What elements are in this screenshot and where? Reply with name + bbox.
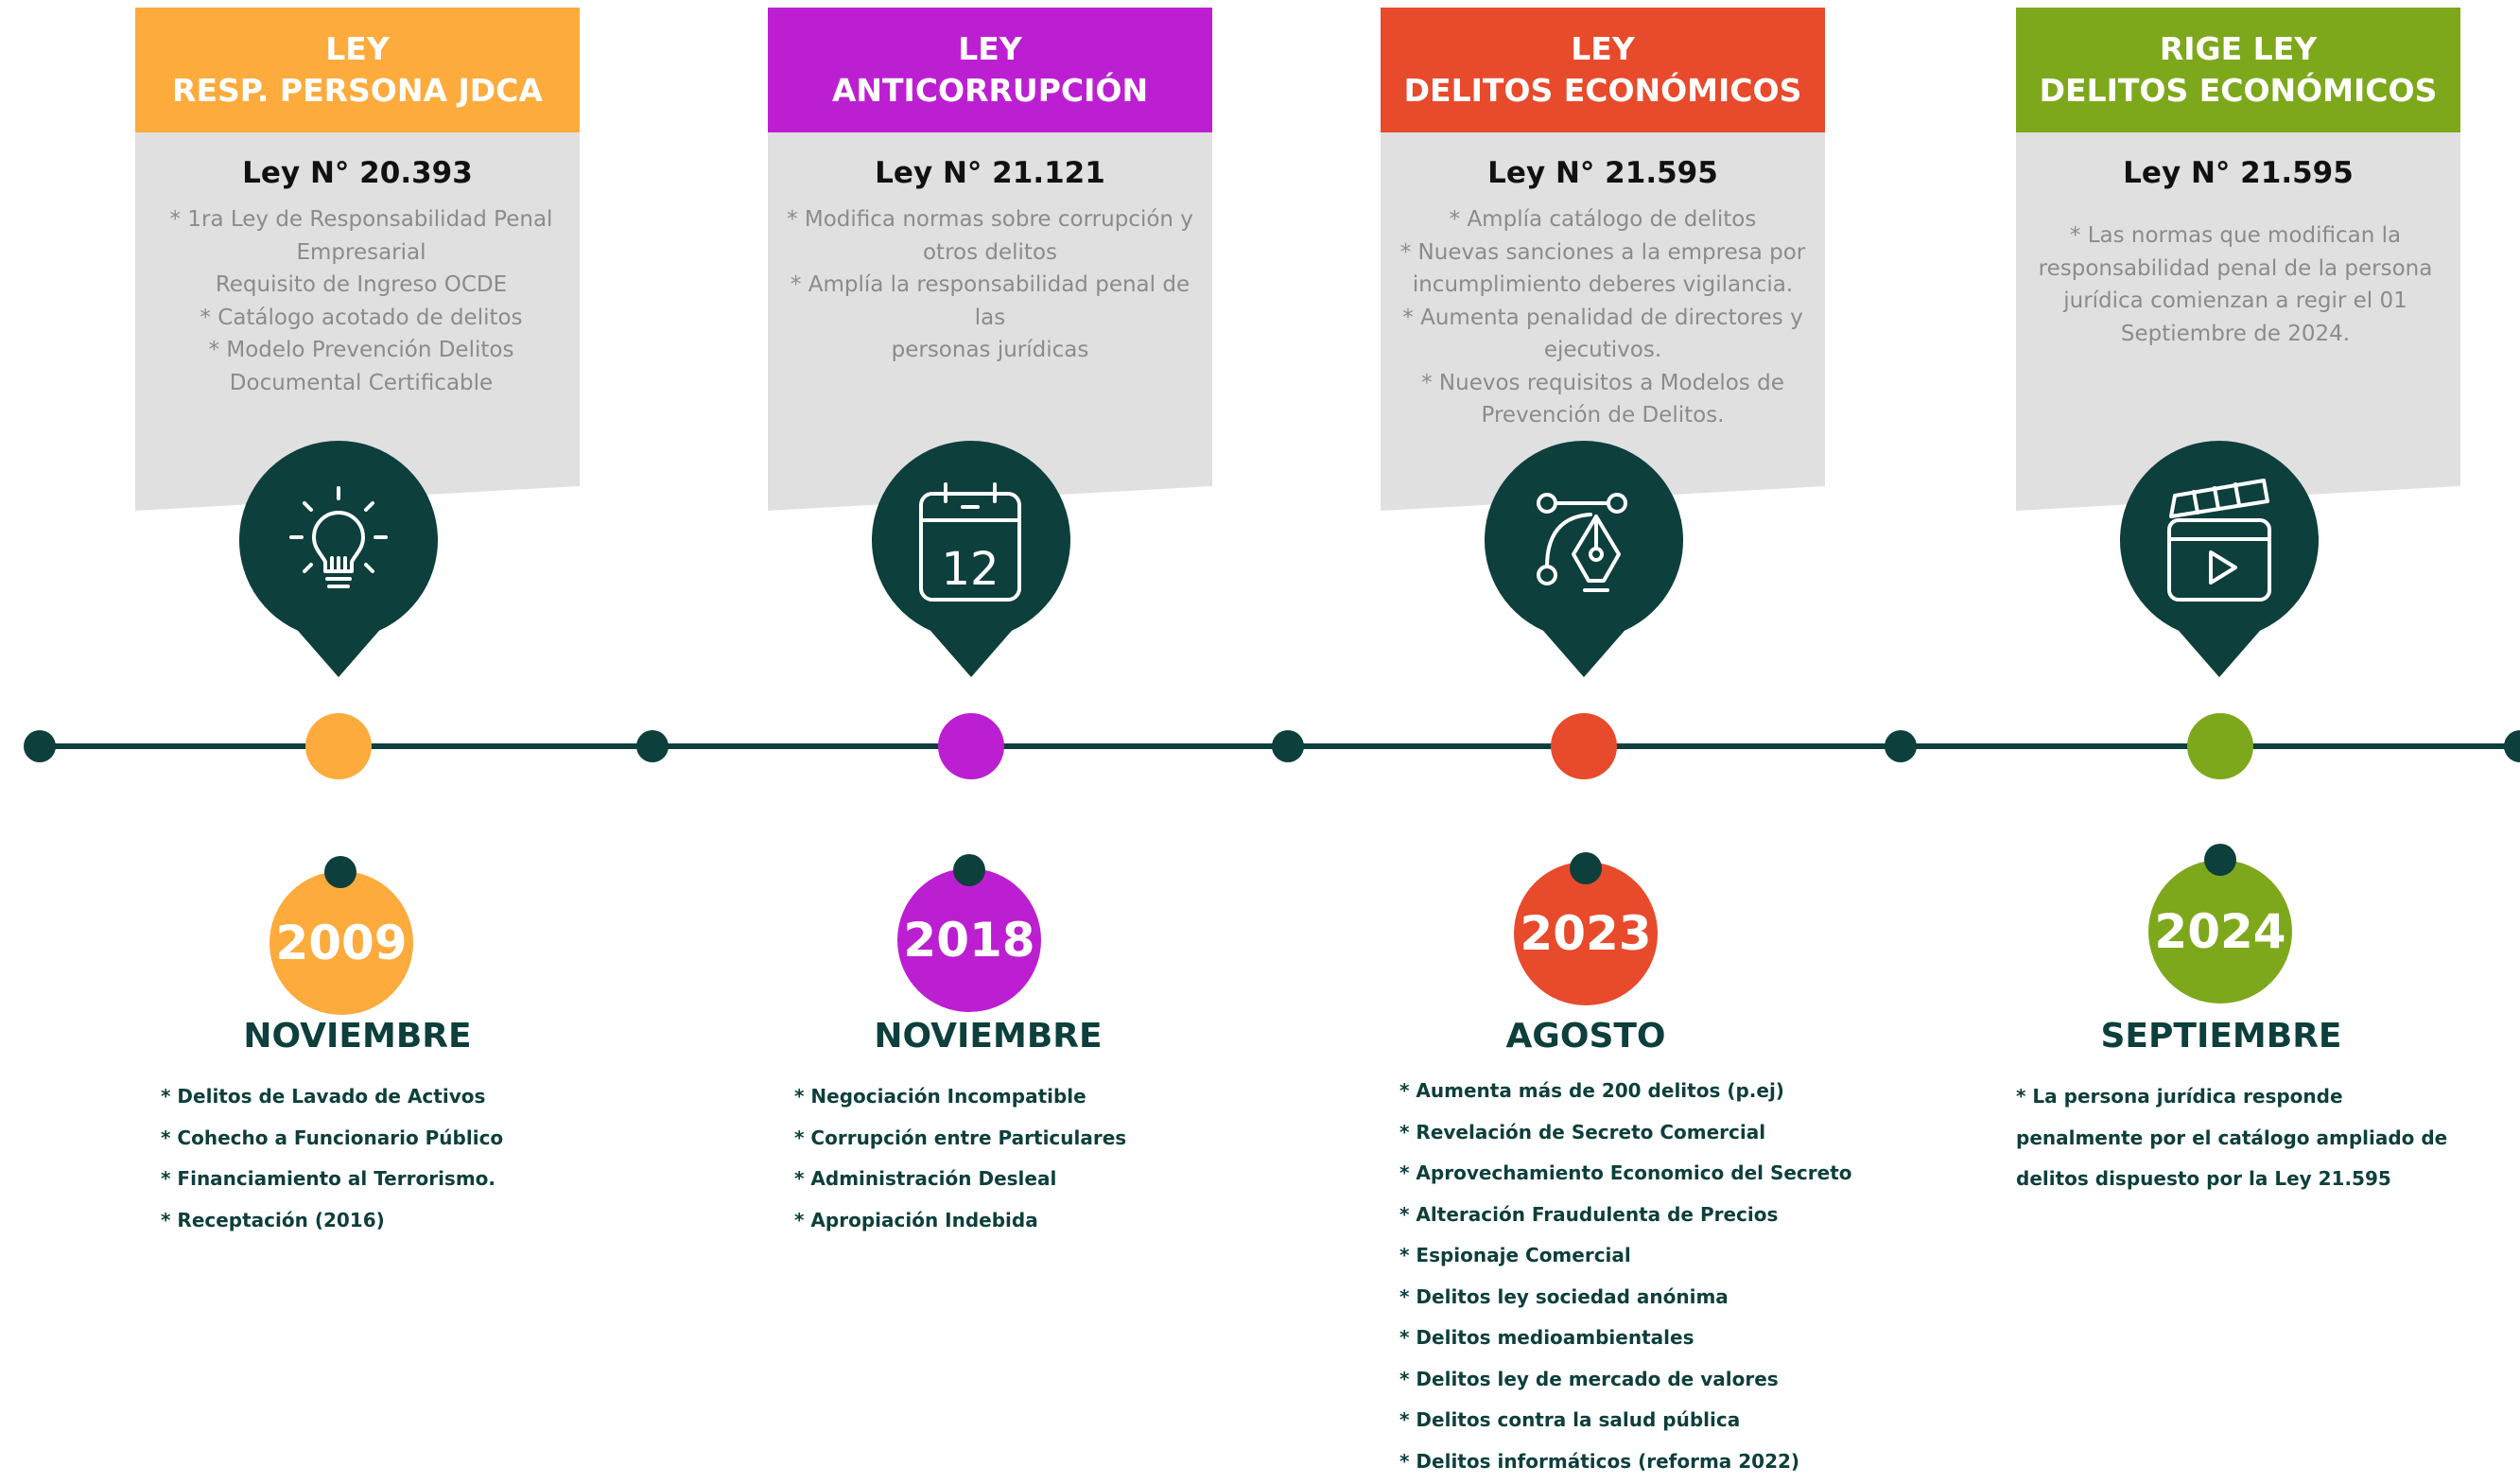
list-item: * Delitos contra la salud pública	[1399, 1402, 1852, 1443]
crime-list: * Delitos de Lavado de Activos * Cohecho…	[161, 1078, 503, 1243]
list-item: * Cohecho a Funcionario Público	[161, 1120, 503, 1161]
year-label: 2018	[903, 913, 1034, 968]
description-line: Requisito de Ingreso OCDE	[156, 269, 566, 302]
header-line-1: LEY	[135, 28, 580, 70]
list-item: * Receptación (2016)	[161, 1202, 503, 1244]
description-line: * Catálogo acotado de delitos	[156, 302, 566, 335]
year-dot	[1570, 852, 1602, 884]
ley-number: Ley N° 21.121	[768, 156, 1212, 190]
year-label: 2024	[2154, 904, 2285, 959]
header-line-1: RIGE LEY	[2016, 28, 2460, 70]
description-line: incumplimiento deberes vigilancia.	[1390, 269, 1816, 302]
year-dot	[324, 856, 356, 888]
description-line: * Modifica normas sobre corrupción y	[773, 203, 1207, 236]
crime-list: * Aumenta más de 200 delitos (p.ej) * Re…	[1399, 1073, 1852, 1484]
description-line: Empresarial	[156, 236, 566, 270]
ley-number: Ley N° 20.393	[135, 156, 580, 190]
event-header: LEY RESP. PERSONA JDCA	[135, 8, 580, 132]
list-item: * Delitos informáticos (reforma 2022)	[1399, 1443, 1852, 1484]
list-item: * La persona jurídica responde	[2016, 1078, 2447, 1120]
event-header: RIGE LEY DELITOS ECONÓMICOS	[2016, 8, 2460, 132]
header-line-2: RESP. PERSONA JDCA	[135, 70, 580, 112]
list-item: * Apropiación Indebida	[794, 1202, 1126, 1244]
year-label: 2009	[275, 916, 407, 970]
list-item: penalmente por el catálogo ampliado de	[2016, 1120, 2447, 1161]
timeline-event-2009: LEY RESP. PERSONA JDCA Ley N° 20.393 * 1…	[135, 0, 580, 1470]
month-label: AGOSTO	[1364, 1017, 1808, 1056]
map-pin	[135, 441, 580, 677]
timeline-dot	[2504, 730, 2520, 762]
description-line: Prevención de Delitos.	[1390, 399, 1816, 432]
month-label: SEPTIEMBRE	[1999, 1017, 2443, 1056]
description-line: Documental Certificable	[156, 367, 566, 400]
description-line: * Amplía la responsabilidad penal de las	[773, 269, 1207, 334]
list-item: * Espionaje Comercial	[1399, 1237, 1852, 1279]
list-item: * Financiamiento al Terrorismo.	[161, 1161, 503, 1202]
description-line: ejecutivos.	[1390, 334, 1816, 367]
event-description: * 1ra Ley de Responsabilidad Penal Empre…	[156, 203, 566, 399]
description-line: personas jurídicas	[773, 334, 1207, 367]
calendar-day: 12	[941, 543, 999, 596]
timeline-dot	[636, 730, 669, 762]
crime-list: * La persona jurídica responde penalment…	[2016, 1078, 2447, 1202]
timeline-event-2018: LEY ANTICORRUPCIÓN Ley N° 21.121 * Modif…	[768, 0, 1212, 1470]
year-dot	[953, 854, 985, 886]
description-line: * Aumenta penalidad de directores y	[1390, 302, 1816, 335]
timeline-event-2023: LEY DELITOS ECONÓMICOS Ley N° 21.595 * A…	[1381, 0, 1825, 1470]
event-description: * Amplía catálogo de delitos * Nuevas sa…	[1390, 203, 1816, 432]
list-item: * Delitos de Lavado de Activos	[161, 1078, 503, 1120]
map-pin	[1381, 441, 1825, 677]
year-dot	[2204, 844, 2236, 876]
header-line-1: LEY	[1381, 28, 1825, 70]
header-line-1: LEY	[768, 28, 1212, 70]
event-description: * Las normas que modifican la responsabi…	[2029, 219, 2442, 350]
list-item: * Alteración Fraudulenta de Precios	[1399, 1196, 1852, 1238]
description-line: responsabilidad penal de la persona	[2029, 253, 2442, 286]
crime-list: * Negociación Incompatible * Corrupción …	[794, 1078, 1126, 1243]
timeline-dot	[1272, 730, 1304, 762]
header-line-2: DELITOS ECONÓMICOS	[2016, 70, 2460, 112]
description-line: * Nuevas sanciones a la empresa por	[1390, 236, 1816, 270]
description-line: jurídica comienzan a regir el 01	[2029, 285, 2442, 318]
year-badge: 2009	[269, 871, 413, 1015]
list-item: * Aprovechamiento Economico del Secreto	[1399, 1155, 1852, 1196]
description-line: * Modelo Prevención Delitos	[156, 334, 566, 367]
header-line-2: DELITOS ECONÓMICOS	[1381, 70, 1825, 112]
timeline-event-2024: RIGE LEY DELITOS ECONÓMICOS Ley N° 21.59…	[2016, 0, 2460, 1470]
map-pin	[2016, 441, 2460, 677]
ley-number: Ley N° 21.595	[1381, 156, 1825, 190]
event-header: LEY DELITOS ECONÓMICOS	[1381, 8, 1825, 132]
list-item: * Delitos medioambientales	[1399, 1319, 1852, 1361]
list-item: delitos dispuesto por la Ley 21.595	[2016, 1161, 2447, 1202]
description-line: * Amplía catálogo de delitos	[1390, 203, 1816, 236]
description-line: * Las normas que modifican la	[2029, 219, 2442, 253]
header-line-2: ANTICORRUPCIÓN	[768, 70, 1212, 112]
description-line: otros delitos	[773, 236, 1207, 270]
list-item: * Delitos ley sociedad anónima	[1399, 1279, 1852, 1320]
month-label: NOVIEMBRE	[135, 1017, 580, 1056]
ley-number: Ley N° 21.595	[2016, 156, 2460, 190]
list-item: * Revelación de Secreto Comercial	[1399, 1114, 1852, 1156]
month-label: NOVIEMBRE	[766, 1017, 1210, 1056]
list-item: * Aumenta más de 200 delitos (p.ej)	[1399, 1073, 1852, 1114]
description-line: Septiembre de 2024.	[2029, 318, 2442, 351]
list-item: * Administración Desleal	[794, 1161, 1126, 1202]
description-line: * Nuevos requisitos a Modelos de	[1390, 367, 1816, 400]
map-pin: 12	[768, 441, 1212, 677]
timeline-dot	[1885, 730, 1917, 762]
event-description: * Modifica normas sobre corrupción y otr…	[773, 203, 1207, 367]
timeline-dot	[24, 730, 56, 762]
list-item: * Delitos ley de mercado de valores	[1399, 1361, 1852, 1403]
year-badge: 2024	[2148, 860, 2292, 1004]
list-item: * Negociación Incompatible	[794, 1078, 1126, 1120]
list-item: * Corrupción entre Particulares	[794, 1120, 1126, 1161]
description-line: * 1ra Ley de Responsabilidad Penal	[156, 203, 566, 236]
year-badge: 2018	[897, 868, 1041, 1012]
year-label: 2023	[1520, 906, 1651, 961]
event-header: LEY ANTICORRUPCIÓN	[768, 8, 1212, 132]
